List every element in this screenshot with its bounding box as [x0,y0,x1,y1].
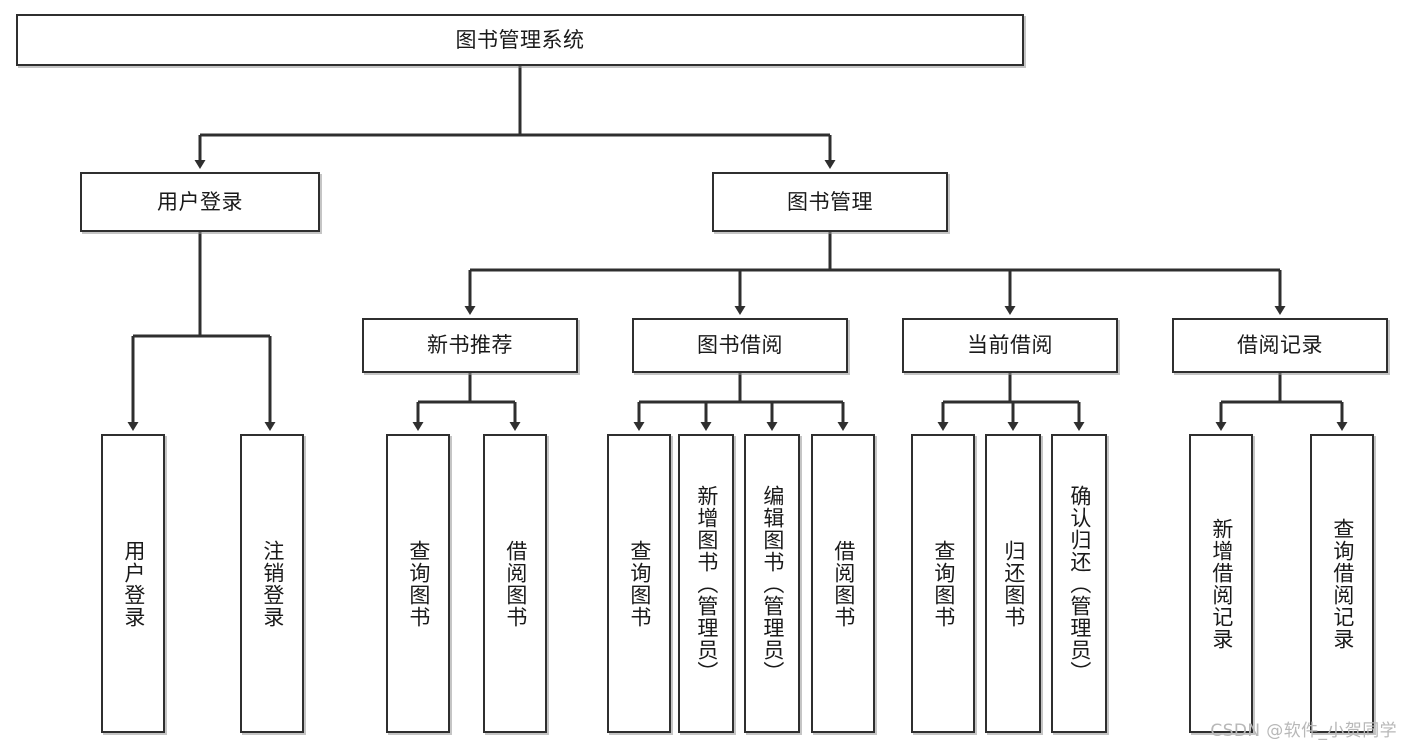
node-level3-borrow-records-label: 借阅记录 [1237,333,1323,358]
node-leaf-label: 编辑图书（管理员） [760,484,785,683]
node-leaf[interactable]: 用户登录 [101,434,165,733]
node-leaf[interactable]: 新增图书（管理员） [678,434,734,733]
node-leaf[interactable]: 借阅图书 [483,434,547,733]
node-level3-new-book-recommend-label: 新书推荐 [427,333,513,358]
node-leaf-label: 归还图书 [1001,539,1026,628]
node-leaf-label: 借阅图书 [831,539,856,628]
watermark: CSDN @软件_小贺同学 [1210,721,1397,741]
node-leaf-label: 用户登录 [121,539,146,628]
node-leaf-label: 查询图书 [931,539,956,628]
node-leaf-label: 确认归还（管理员） [1067,484,1092,683]
node-leaf[interactable]: 归还图书 [985,434,1041,733]
node-leaf-label: 借阅图书 [503,539,528,628]
node-leaf[interactable]: 查询图书 [386,434,450,733]
node-leaf[interactable]: 查询图书 [911,434,975,733]
node-leaf-label: 注销登录 [260,539,285,628]
node-level3-current-borrow[interactable]: 当前借阅 [902,318,1118,373]
node-leaf[interactable]: 查询借阅记录 [1310,434,1374,733]
node-leaf-label: 查询图书 [627,539,652,628]
node-level3-current-borrow-label: 当前借阅 [967,333,1053,358]
node-leaf[interactable]: 注销登录 [240,434,304,733]
node-level3-book-borrow-label: 图书借阅 [697,333,783,358]
node-leaf[interactable]: 编辑图书（管理员） [744,434,800,733]
node-leaf[interactable]: 新增借阅记录 [1189,434,1253,733]
node-level3-borrow-records[interactable]: 借阅记录 [1172,318,1388,373]
node-level2-book-management[interactable]: 图书管理 [712,172,948,232]
node-leaf[interactable]: 查询图书 [607,434,671,733]
node-level2-book-management-label: 图书管理 [787,189,873,214]
node-level2-user-login-label: 用户登录 [157,189,243,214]
node-leaf-label: 查询借阅记录 [1330,517,1355,650]
node-leaf-label: 新增借阅记录 [1209,517,1234,650]
node-level2-user-login[interactable]: 用户登录 [80,172,320,232]
node-root-label: 图书管理系统 [455,27,585,52]
node-level3-new-book-recommend[interactable]: 新书推荐 [362,318,578,373]
node-root[interactable]: 图书管理系统 [16,14,1024,66]
node-leaf-label: 查询图书 [406,539,431,628]
node-leaf[interactable]: 确认归还（管理员） [1051,434,1107,733]
node-level3-book-borrow[interactable]: 图书借阅 [632,318,848,373]
node-leaf-label: 新增图书（管理员） [694,484,719,683]
node-leaf[interactable]: 借阅图书 [811,434,875,733]
